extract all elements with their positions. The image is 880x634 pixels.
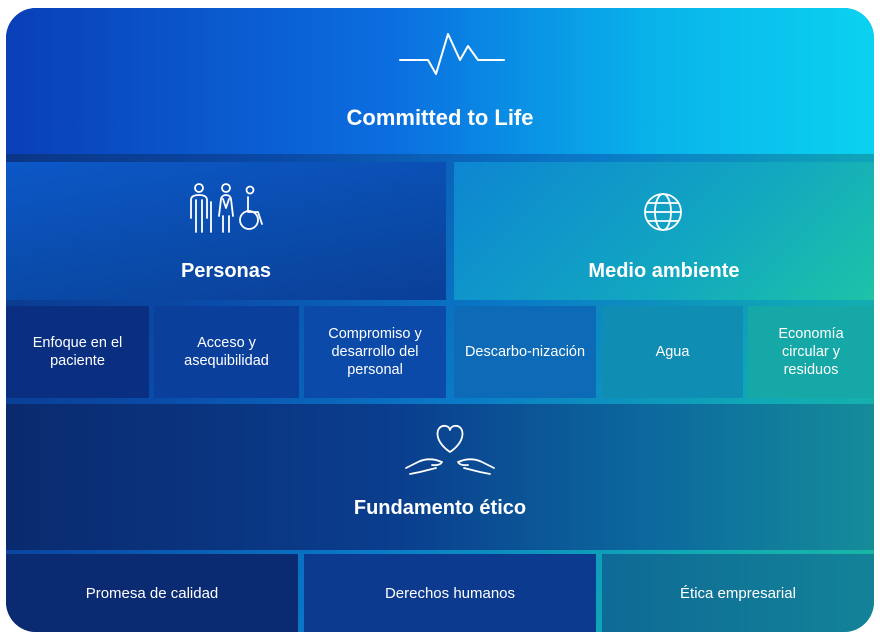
people-pillar: Personas bbox=[6, 162, 446, 300]
subtopic-patient-focus: Enfoque en el paciente bbox=[6, 306, 149, 398]
people-title: Personas bbox=[180, 260, 272, 282]
subtopic-water: Agua bbox=[602, 306, 743, 398]
foundation-title: Fundamento ético bbox=[353, 497, 527, 519]
subtopic-workforce: Compromiso y desarrollo del personal bbox=[304, 306, 446, 398]
foundation-item-business-ethics: Ética empresarial bbox=[602, 554, 874, 632]
header-title: Committed to Life bbox=[346, 105, 534, 130]
globe-icon bbox=[644, 193, 682, 231]
heart-hands-icon bbox=[405, 425, 495, 475]
environment-title: Medio ambiente bbox=[588, 260, 740, 282]
subtopic-access: Acceso y asequibilidad bbox=[154, 306, 299, 398]
heartbeat-line-icon bbox=[399, 33, 505, 75]
foundation-item-quality: Promesa de calidad bbox=[6, 554, 298, 632]
people-icon bbox=[190, 183, 263, 233]
framework-diagram: Committed to Life Personas bbox=[6, 8, 874, 632]
foundation-item-human-rights: Derechos humanos bbox=[304, 554, 596, 632]
environment-pillar: Medio ambiente bbox=[454, 162, 874, 300]
subtopic-circular-economy: Economía circular y residuos bbox=[748, 306, 874, 398]
subtopic-decarbonization: Descarbo-nización bbox=[454, 306, 596, 398]
header-block: Committed to Life bbox=[6, 8, 874, 154]
foundation-block: Fundamento ético bbox=[6, 404, 874, 550]
